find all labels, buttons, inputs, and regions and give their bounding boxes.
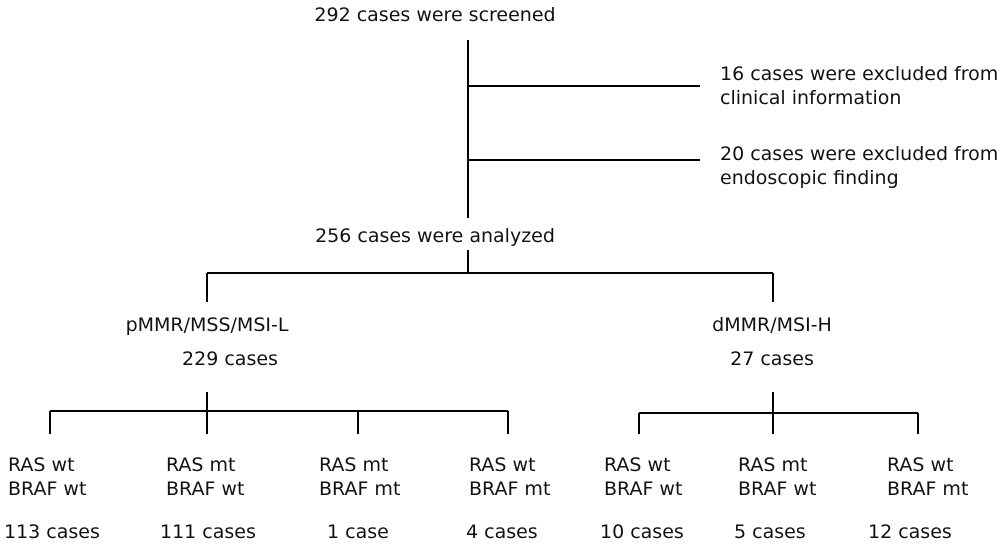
subgroup-braf: BRAF wt [604,478,683,500]
subgroup-node: RAS mt BRAF wt [738,453,816,501]
exclusion-line-1: 20 cases were excluded from [720,143,999,165]
screened-node: 292 cases were screened [314,4,556,26]
group-name-pmmr: pMMR/MSS/MSI-L [125,314,289,336]
group-name-dmmr: dMMR/MSI-H [712,314,832,336]
subgroup-count: 113 cases [4,521,100,543]
subgroup-count: 111 cases [160,521,256,543]
group-count-pmmr: 229 cases [182,348,278,370]
subgroup-node: RAS wt BRAF wt [8,453,86,501]
subgroup-node: RAS mt BRAF mt [319,453,400,501]
exclusion-node-clinical: 16 cases were excluded from clinical inf… [720,62,998,110]
subgroup-ras: RAS wt [8,454,75,476]
subgroup-ras: RAS wt [469,454,536,476]
subgroup-node: RAS wt BRAF mt [887,453,968,501]
subgroup-count: 1 case [327,521,389,543]
exclusion-line-2: clinical information [720,87,902,109]
exclusion-line-2: endoscopic finding [720,167,899,189]
subgroup-ras: RAS mt [166,454,236,476]
subgroup-count: 5 cases [734,521,806,543]
subgroup-node: RAS mt BRAF wt [166,453,244,501]
subgroup-braf: BRAF wt [166,478,245,500]
subgroup-count: 12 cases [868,521,952,543]
subgroup-ras: RAS mt [738,454,808,476]
subgroup-node: RAS wt BRAF mt [469,453,550,501]
subgroup-braf: BRAF wt [8,478,87,500]
subgroup-braf: BRAF mt [469,478,551,500]
subgroup-node: RAS wt BRAF wt [604,453,682,501]
subgroup-braf: BRAF mt [319,478,401,500]
subgroup-count: 4 cases [466,521,538,543]
subgroup-braf: BRAF mt [887,478,969,500]
analyzed-node: 256 cases were analyzed [315,225,555,247]
subgroup-ras: RAS wt [604,454,671,476]
subgroup-braf: BRAF wt [738,478,817,500]
group-count-dmmr: 27 cases [730,348,814,370]
subgroup-count: 10 cases [600,521,684,543]
exclusion-line-1: 16 cases were excluded from [720,63,999,85]
subgroup-ras: RAS mt [319,454,389,476]
subgroup-ras: RAS wt [887,454,954,476]
exclusion-node-endoscopic: 20 cases were excluded from endoscopic f… [720,142,998,190]
